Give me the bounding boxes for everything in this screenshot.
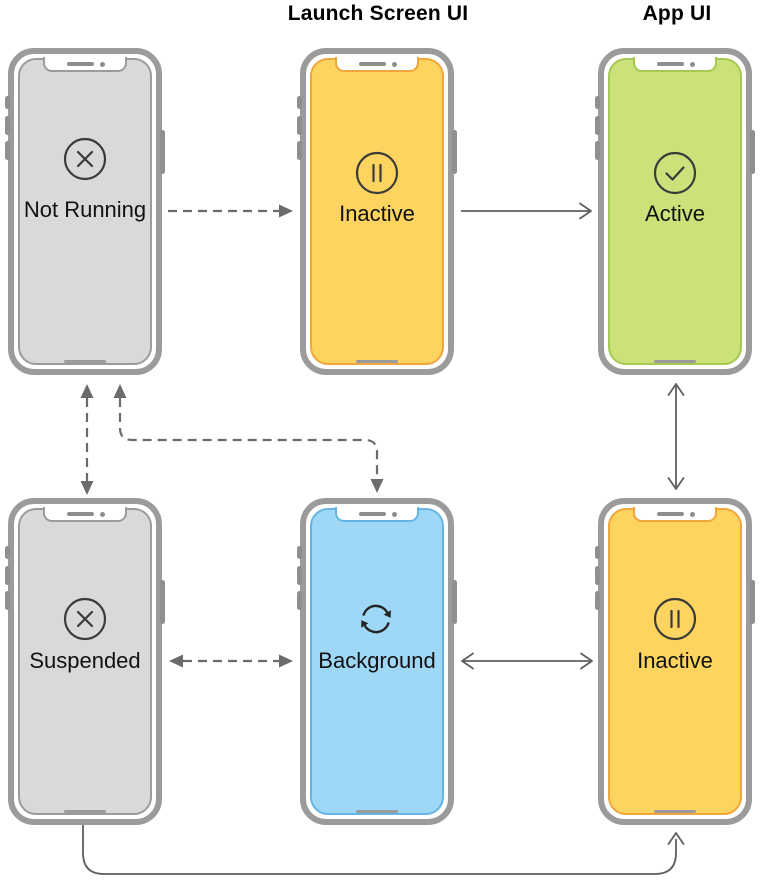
phone-screen bbox=[18, 58, 152, 365]
side-button bbox=[595, 591, 600, 610]
side-button bbox=[5, 116, 10, 135]
side-button bbox=[5, 591, 10, 610]
phone-screen bbox=[310, 508, 444, 815]
phone-screen bbox=[608, 508, 742, 815]
phone-screen bbox=[18, 508, 152, 815]
phone-screen bbox=[608, 58, 742, 365]
arrow-suspended-background-twoway bbox=[169, 654, 293, 668]
check-circle-icon bbox=[653, 151, 697, 195]
home-indicator bbox=[356, 360, 398, 363]
speaker-slot bbox=[657, 512, 684, 516]
side-button bbox=[750, 130, 755, 174]
side-button bbox=[452, 130, 457, 174]
side-button bbox=[297, 566, 302, 585]
speaker-slot bbox=[67, 512, 94, 516]
state-label: Not Running bbox=[23, 197, 147, 222]
phone-active: Active bbox=[595, 48, 755, 375]
side-button bbox=[5, 141, 10, 160]
side-button bbox=[297, 591, 302, 610]
home-indicator bbox=[64, 810, 106, 813]
phone-background: Background bbox=[297, 498, 457, 825]
side-button bbox=[160, 580, 165, 624]
phone-inactive-app: Inactive bbox=[595, 498, 755, 825]
side-button bbox=[5, 566, 10, 585]
phone-notch bbox=[633, 507, 717, 522]
phone-suspended: Suspended bbox=[5, 498, 165, 825]
phone-screen bbox=[310, 58, 444, 365]
camera-dot bbox=[690, 512, 695, 517]
x-circle-icon bbox=[63, 137, 107, 181]
home-indicator bbox=[64, 360, 106, 363]
side-button bbox=[595, 566, 600, 585]
pause-circle-icon bbox=[355, 151, 399, 195]
side-button bbox=[297, 546, 302, 559]
arrow-notrunning-background-twoway bbox=[113, 384, 384, 493]
side-button bbox=[595, 141, 600, 160]
column-header-app-ui: App UI bbox=[642, 2, 712, 25]
phone-inactive-launch: Inactive bbox=[297, 48, 457, 375]
side-button bbox=[297, 141, 302, 160]
arrow-active-inactive-twoway bbox=[667, 383, 685, 490]
state-label: Background bbox=[318, 648, 436, 673]
refresh-icon bbox=[361, 604, 391, 634]
camera-dot bbox=[100, 512, 105, 517]
x-circle-icon bbox=[63, 597, 107, 641]
state-label: Active bbox=[645, 201, 705, 226]
speaker-slot bbox=[67, 62, 94, 66]
home-indicator bbox=[356, 810, 398, 813]
arrow-inactive-to-active bbox=[461, 202, 592, 220]
camera-dot bbox=[392, 62, 397, 67]
camera-dot bbox=[100, 62, 105, 67]
side-button bbox=[750, 580, 755, 624]
pause-circle-icon bbox=[653, 597, 697, 641]
side-button bbox=[595, 546, 600, 559]
state-label: Suspended bbox=[29, 648, 141, 673]
side-button bbox=[5, 546, 10, 559]
speaker-slot bbox=[359, 62, 386, 66]
side-button bbox=[297, 116, 302, 135]
arrow-background-inactive-twoway bbox=[461, 652, 593, 670]
camera-dot bbox=[690, 62, 695, 67]
phone-notch bbox=[335, 57, 419, 72]
side-button bbox=[297, 96, 302, 109]
phone-notch bbox=[43, 57, 127, 72]
phone-notch bbox=[43, 507, 127, 522]
phone-notch bbox=[335, 507, 419, 522]
state-label: Inactive bbox=[339, 201, 415, 226]
state-label: Inactive bbox=[637, 648, 713, 673]
phone-notch bbox=[633, 57, 717, 72]
side-button bbox=[595, 96, 600, 109]
phone-not-running: Not Running bbox=[5, 48, 165, 375]
speaker-slot bbox=[359, 512, 386, 516]
camera-dot bbox=[392, 512, 397, 517]
arrow-notrunning-suspended-twoway bbox=[80, 384, 94, 495]
side-button bbox=[595, 116, 600, 135]
column-header-launch-screen-ui: Launch Screen UI bbox=[287, 2, 469, 25]
side-button bbox=[160, 130, 165, 174]
arrow-notrunning-to-inactive bbox=[168, 204, 293, 218]
speaker-slot bbox=[657, 62, 684, 66]
arrow-suspended-to-inactive-bottom bbox=[82, 825, 685, 875]
side-button bbox=[5, 96, 10, 109]
home-indicator bbox=[654, 810, 696, 813]
side-button bbox=[452, 580, 457, 624]
home-indicator bbox=[654, 360, 696, 363]
